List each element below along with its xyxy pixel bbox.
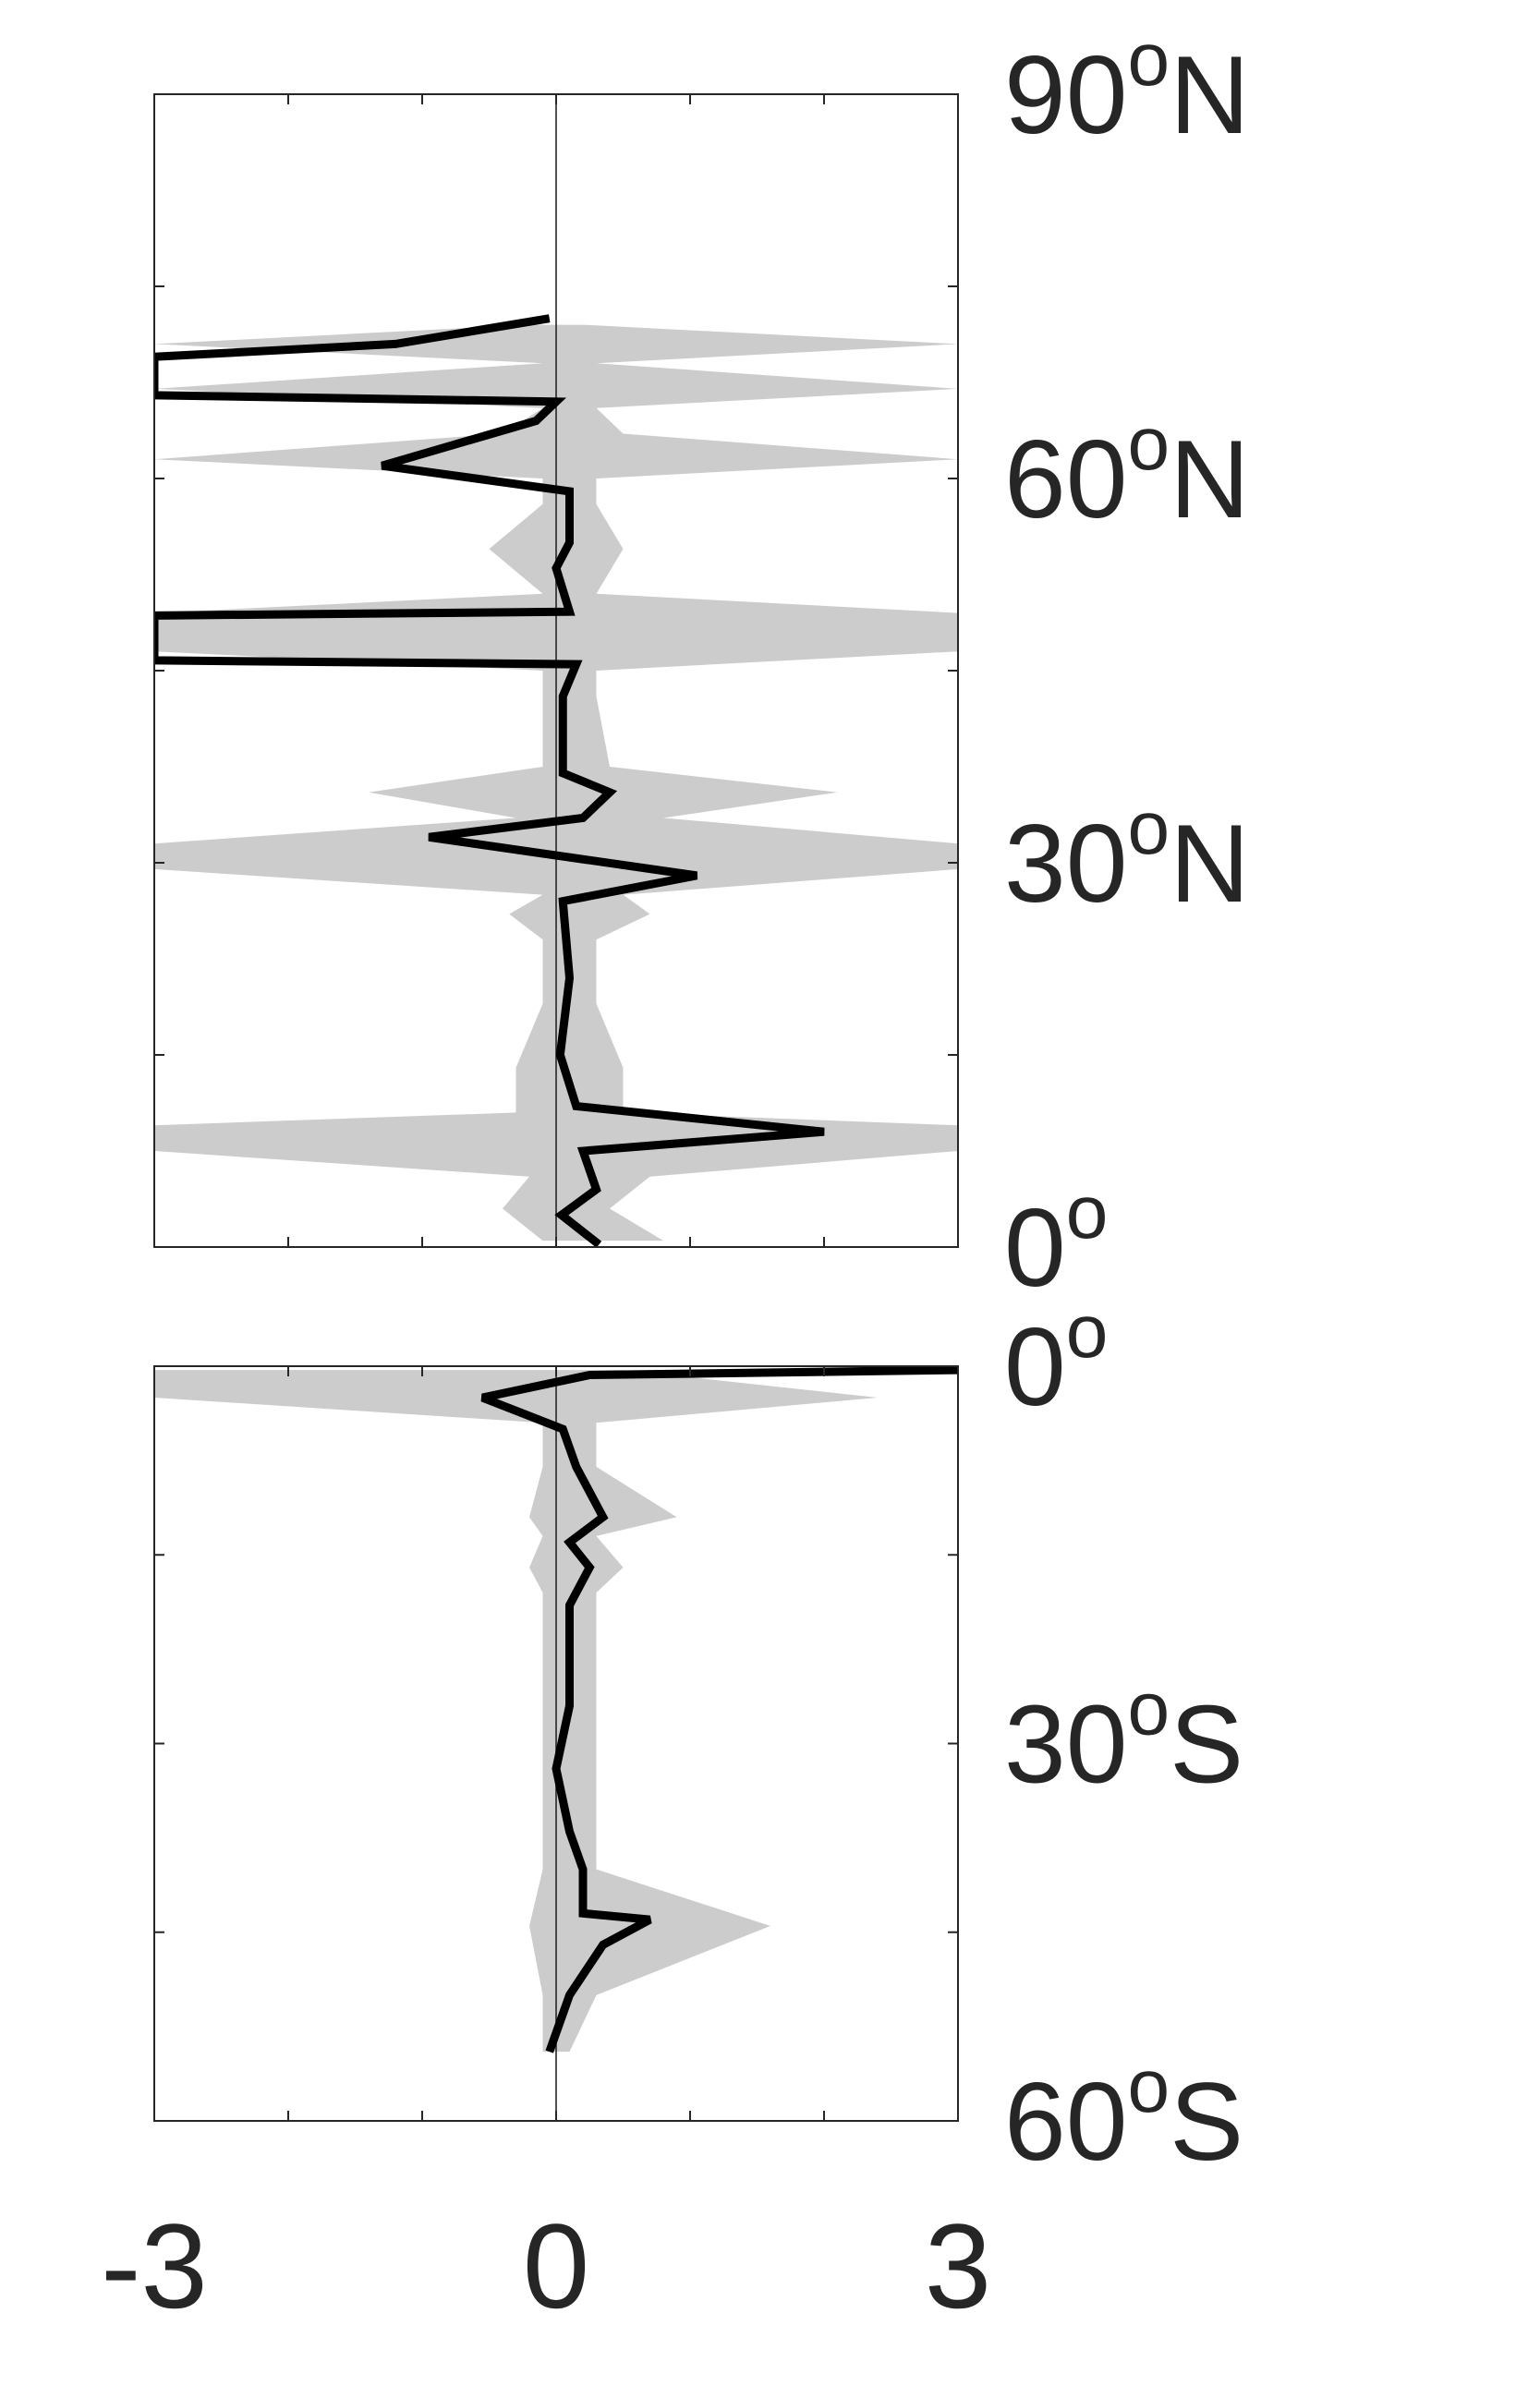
y-tick-label: 0o [1004, 1290, 1108, 1429]
anomaly-line [480, 1366, 958, 2053]
southern-hemisphere-panel: 0o 30oS 60oS -3 0 3 [101, 1290, 1243, 2333]
y-tick-label: 30oN [1004, 786, 1250, 926]
x-tick-label: 0 [523, 2198, 589, 2333]
northern-hemisphere-panel: 0o 30oN 60oN 90oN [153, 18, 1250, 1310]
y-tick-label: 90oN [1004, 18, 1250, 157]
anomaly-line [154, 314, 825, 1247]
uncertainty-band [154, 1370, 878, 2053]
y-tick-label: 30oS [1004, 1667, 1243, 1807]
y-tick-label: 60oN [1004, 402, 1250, 541]
x-tick-label: -3 [101, 2198, 208, 2333]
y-tick-label: 0o [1004, 1170, 1108, 1310]
x-tick-label: 3 [925, 2198, 991, 2333]
y-tick-label: 60oS [1004, 2044, 1243, 2184]
